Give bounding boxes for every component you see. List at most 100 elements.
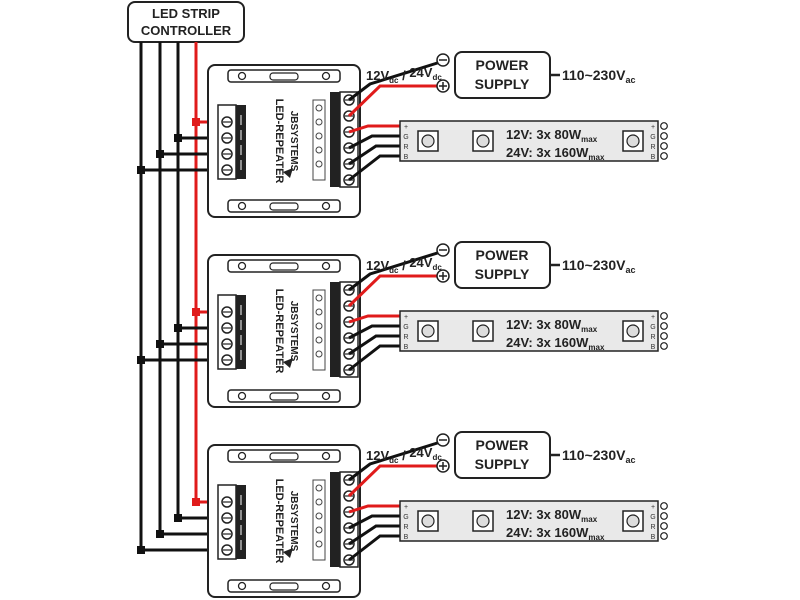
screw-hole-icon (321, 201, 331, 211)
strip-rating-24v-main: 24V: 3x 160W (506, 525, 589, 540)
strip-pad-icon (660, 512, 668, 520)
psu-positive-wire (347, 84, 447, 118)
mains-sub: ac (625, 265, 635, 275)
cert-icon (315, 526, 323, 534)
output-label-strip (330, 92, 340, 187)
strip-pad-icon (660, 502, 668, 510)
mount-slot (269, 262, 299, 271)
repeater-brand-label: JBSYSTEMS (288, 111, 299, 172)
cert-icon (315, 350, 323, 358)
mains-voltage-label: 110~230Vac (562, 257, 635, 275)
mains-voltage-label: 110~230Vac (562, 447, 635, 465)
controller-label-line1: LED STRIP (152, 6, 220, 21)
cert-icon (315, 336, 323, 344)
wire-junction (137, 356, 145, 364)
led-lens (421, 324, 435, 338)
strip-pad-icon (660, 522, 668, 530)
mains-main: 110~230V (562, 447, 626, 463)
strip-wire-plus (348, 314, 400, 324)
repeater-brand-label: JBSYSTEMS (288, 301, 299, 362)
psu-negative-wire (348, 248, 448, 292)
dc-main: 24V (409, 255, 432, 270)
certification-marks (312, 479, 326, 561)
certification-marks (312, 289, 326, 371)
dc-sub: dc (432, 263, 442, 272)
led-lens (626, 324, 640, 338)
strip-wire-g (348, 134, 400, 150)
psu-negative-wire (348, 58, 448, 102)
mount-slot (269, 202, 299, 211)
power-supply-label-line1: POWER (476, 57, 529, 73)
strip-pin-label: R (403, 334, 408, 341)
controller-bus-wires (139, 42, 198, 546)
screw-hole-icon (237, 71, 247, 81)
strip-rating-24v-main: 24V: 3x 160W (506, 335, 589, 350)
dc-sub: dc (389, 266, 399, 275)
repeater-brand-label: JBSYSTEMS (288, 491, 299, 552)
dc-main: 12V (366, 68, 389, 83)
strip-pin-label: R (650, 144, 655, 151)
input-label-strip (236, 485, 246, 559)
strip-wire-r (348, 524, 400, 546)
strip-pin-label: + (651, 124, 655, 131)
strip-wire-b (348, 534, 400, 562)
led-strip (399, 120, 659, 162)
certification-marks (312, 99, 326, 181)
strip-pin-label: G (650, 134, 655, 141)
strip-pin-label: B (651, 344, 656, 351)
strip-pad-icon (660, 532, 668, 540)
strip-wire-plus (348, 124, 400, 134)
strip-rating-24v-sub: max (588, 153, 605, 162)
screw-hole-icon (321, 261, 331, 271)
dc-main: / (398, 448, 409, 463)
led-lens (421, 514, 435, 528)
wire-junction (137, 546, 145, 554)
strip-pin-label: B (651, 534, 656, 541)
strip-wire-r (348, 144, 400, 166)
cert-icon (315, 118, 323, 126)
strip-wire-g (348, 514, 400, 530)
strip-pin-label: + (651, 314, 655, 321)
strip-pin-label: G (403, 324, 408, 331)
strip-pin-label: B (651, 154, 656, 161)
repeater-name-label: LED-REPEATER (273, 99, 285, 184)
screw-hole-icon (321, 71, 331, 81)
strip-pin-label: G (403, 514, 408, 521)
screw-hole-icon (237, 581, 247, 591)
brand-logo-icon (283, 548, 293, 558)
screw-hole-icon (321, 581, 331, 591)
cert-icon (315, 294, 323, 302)
strip-pin-label: G (403, 134, 408, 141)
cert-icon (315, 308, 323, 316)
led-strip (399, 310, 659, 352)
led-strip (399, 500, 659, 542)
mount-slot (269, 392, 299, 401)
strip-pin-label: R (650, 334, 655, 341)
power-supply-label-line1: POWER (476, 437, 529, 453)
strip-rating-24v-sub: max (588, 533, 605, 542)
power-supply-label-line2: SUPPLY (475, 76, 530, 92)
wire-junction (156, 530, 164, 538)
screw-hole-icon (321, 451, 331, 461)
dc-main: 12V (366, 258, 389, 273)
output-terminal-block (339, 281, 359, 378)
strip-wire-g (348, 324, 400, 340)
led-lens (626, 514, 640, 528)
dc-sub: dc (432, 453, 442, 462)
input-label-strip (236, 295, 246, 369)
strip-rating-24v-main: 24V: 3x 160W (506, 145, 589, 160)
strip-pin-label: R (403, 144, 408, 151)
wire-junction (156, 150, 164, 158)
strip-pad-icon (660, 312, 668, 320)
strip-pad-icon (660, 122, 668, 130)
psu-negative-wire (348, 438, 448, 482)
wire-junction (174, 514, 182, 522)
power-supply-label-line1: POWER (476, 247, 529, 263)
wire-junction (192, 308, 200, 316)
strip-pin-label: B (404, 344, 409, 351)
dc-main: / (398, 258, 409, 273)
